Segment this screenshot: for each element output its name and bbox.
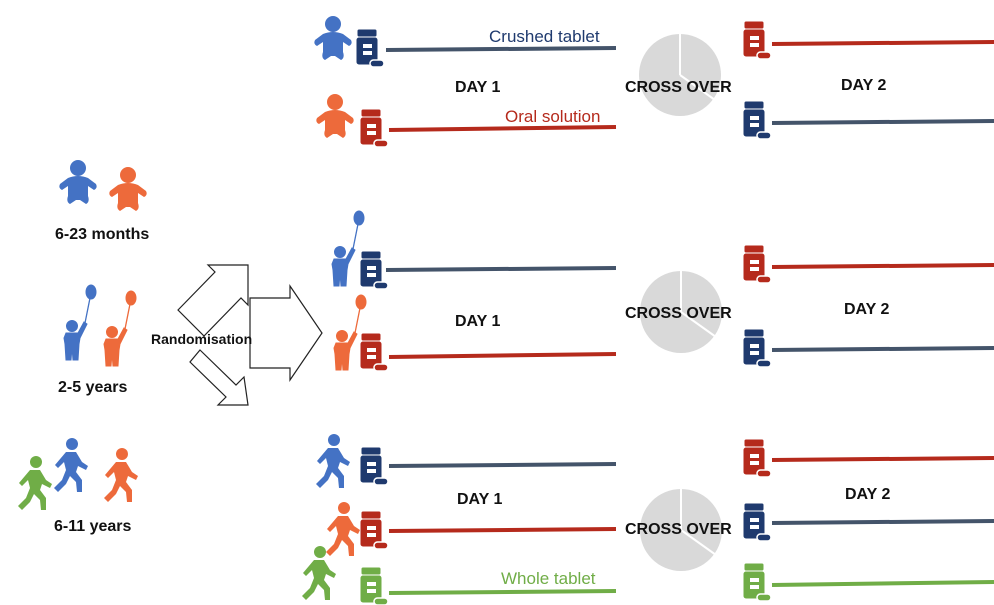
medicine-bottle-icon: [743, 563, 772, 602]
crushed-tablet-line: [385, 46, 617, 52]
oral-solution-line: [388, 125, 617, 132]
medicine-bottle-icon: [743, 503, 772, 542]
age-group-6-23-months-icons: [59, 160, 147, 211]
day2-label-group3: DAY 2: [845, 486, 891, 503]
child-walking-icon: [54, 438, 88, 492]
infant-icon: [59, 160, 97, 204]
group2-day2: [743, 245, 994, 368]
arrow-cycle-icon: [177, 264, 323, 406]
infant-icon: [316, 94, 354, 138]
child-balloon-icon: [103, 290, 137, 367]
group3-day1: [302, 434, 617, 605]
day2-label-group2: DAY 2: [844, 301, 890, 318]
whole-tablet-label: Whole tablet: [501, 569, 596, 588]
medicine-bottle-icon: [356, 29, 385, 68]
medicine-bottle-icon: [360, 567, 389, 605]
medicine-bottle-icon: [743, 329, 772, 368]
medicine-bottle-icon: [743, 101, 772, 140]
day1-label-group3: DAY 1: [457, 491, 503, 508]
child-walking-icon: [18, 456, 52, 510]
randomisation-label: Randomisation: [151, 331, 253, 347]
cross-over-label-group1: CROSS OVER: [625, 79, 732, 96]
medicine-bottle-icon: [743, 245, 772, 284]
child-walking-icon: [104, 448, 138, 502]
medicine-bottle-icon: [360, 109, 389, 148]
group3-day2: [743, 439, 994, 602]
group2-day1: [331, 210, 617, 372]
medicine-bottle-icon: [360, 333, 389, 372]
age-group-2-5-years-icons: [63, 284, 137, 367]
pie-divider: [679, 34, 716, 101]
group1-day1: [314, 16, 617, 148]
medicine-bottle-icon: [743, 439, 772, 478]
day2-label-group1: DAY 2: [841, 77, 887, 94]
medicine-bottle-icon: [360, 447, 389, 486]
medicine-bottle-icon: [360, 511, 389, 550]
age-label-6-23-months: 6-23 months: [55, 226, 150, 243]
oral-solution-label: Oral solution: [505, 107, 601, 126]
child-walking-icon: [326, 502, 360, 556]
age-label-2-5-years: 2-5 years: [58, 379, 128, 396]
group1-day2: [743, 21, 994, 140]
cross-over-label-group2: CROSS OVER: [625, 305, 732, 322]
child-balloon-icon: [331, 210, 365, 287]
medicine-bottle-icon: [360, 251, 389, 290]
crushed-tablet-label: Crushed tablet: [489, 27, 600, 46]
child-balloon-icon: [63, 284, 97, 361]
age-group-6-11-years-icons: [18, 438, 138, 510]
day1-label-group1: DAY 1: [455, 79, 501, 96]
whole-tablet-line: [388, 589, 617, 595]
age-label-6-11-years: 6-11 years: [54, 518, 132, 535]
infant-icon: [109, 167, 147, 211]
infant-icon: [314, 16, 352, 60]
child-walking-icon: [316, 434, 350, 488]
medicine-bottle-icon: [743, 21, 772, 60]
day1-label-group2: DAY 1: [455, 313, 501, 330]
cross-over-label-group3: CROSS OVER: [625, 521, 732, 538]
